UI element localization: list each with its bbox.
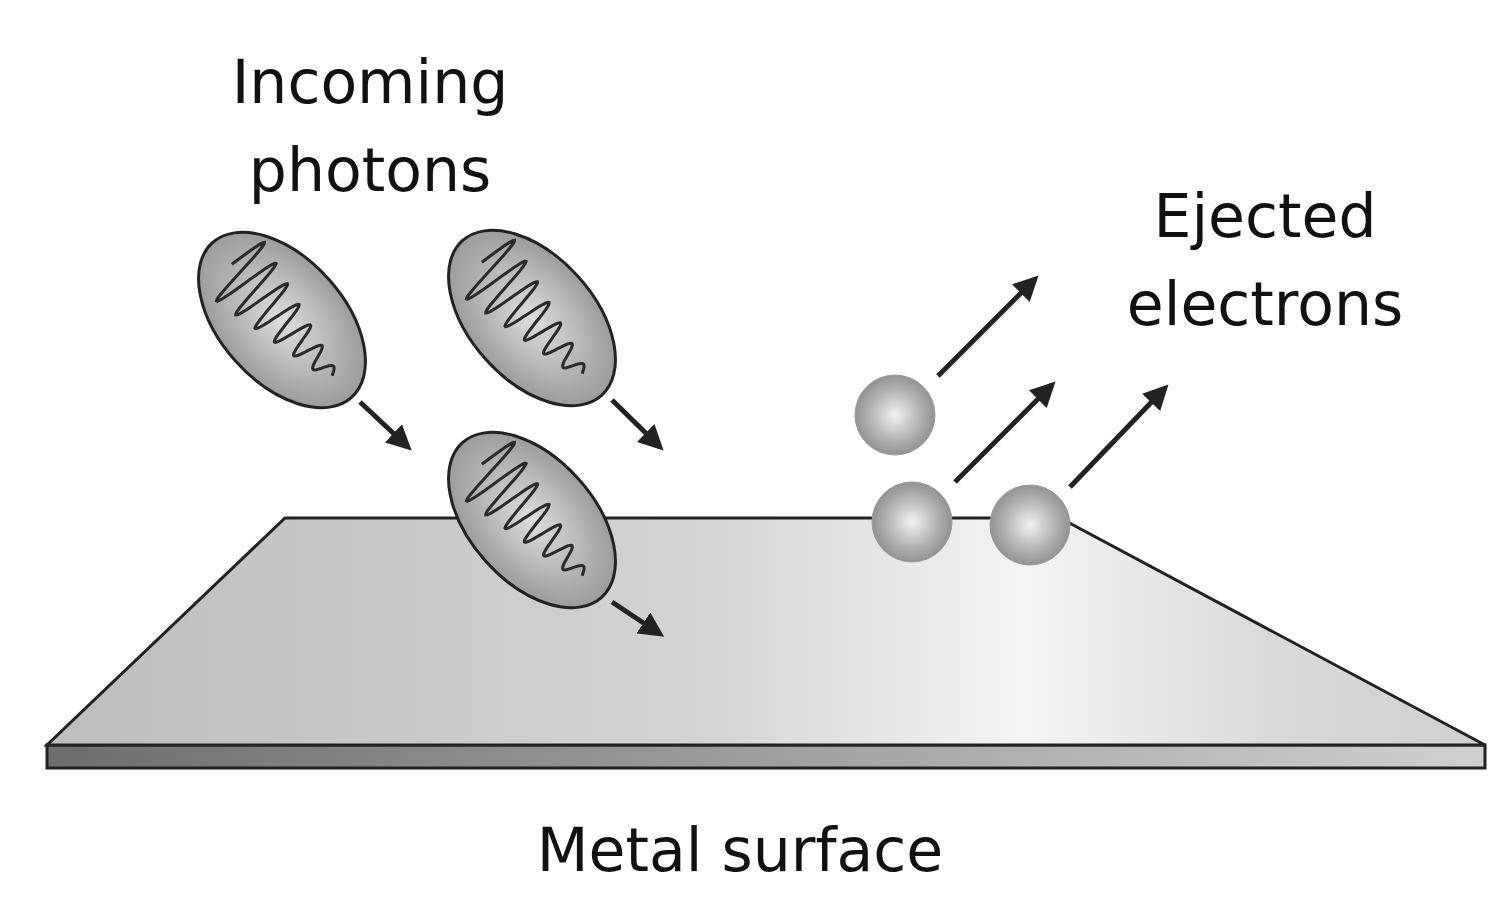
electrons	[855, 279, 1165, 565]
metal-plate	[47, 518, 1485, 768]
photons-label: Incoming photons	[160, 38, 580, 214]
electrons-label: Ejected electrons	[1045, 172, 1485, 348]
photon	[416, 199, 660, 447]
surface-label: Metal surface	[390, 806, 1090, 894]
photons	[166, 199, 660, 639]
photon	[416, 401, 660, 639]
photon	[166, 201, 408, 447]
